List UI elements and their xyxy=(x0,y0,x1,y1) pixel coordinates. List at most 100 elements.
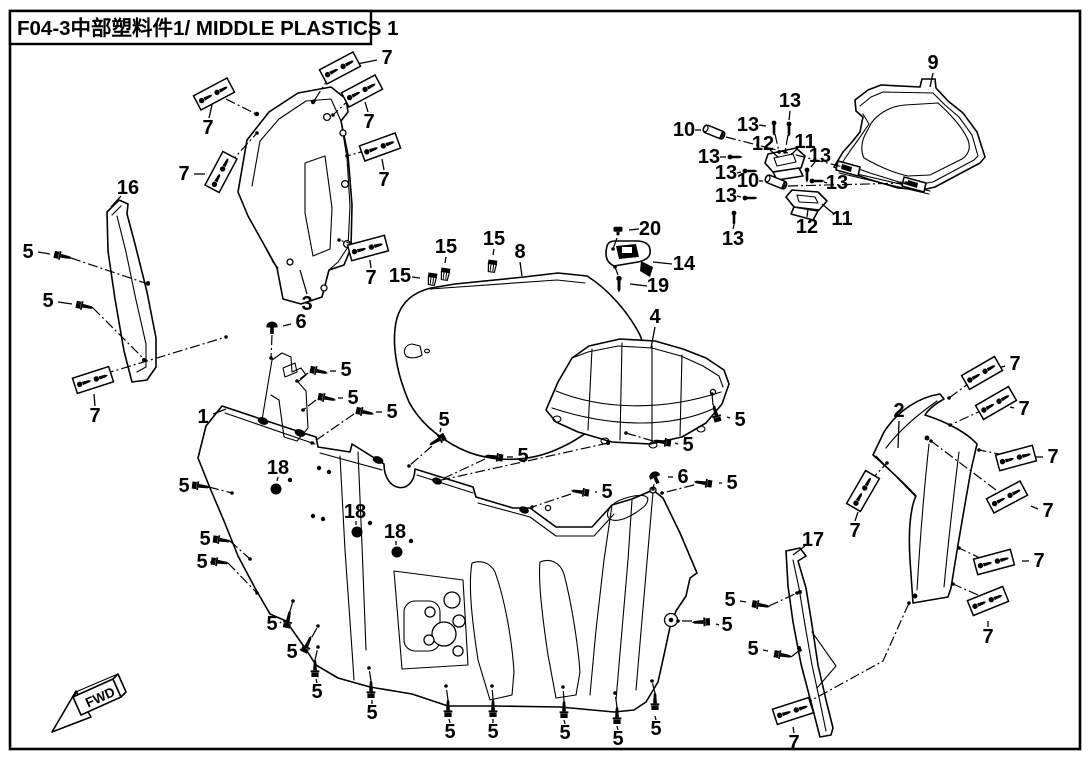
callout-7: 7 xyxy=(957,546,1045,576)
leader-line xyxy=(739,600,747,603)
callout-13: 13 xyxy=(715,185,758,207)
callout-3: 3 xyxy=(299,269,313,315)
callout-13: 13 xyxy=(804,145,831,183)
leader-target-dot xyxy=(977,448,981,452)
callout-7: 7 xyxy=(337,234,390,289)
page-border xyxy=(8,9,1082,751)
leader-line-dashdot xyxy=(70,257,149,285)
callout-label-7: 7 xyxy=(1009,353,1020,375)
callout-9: 9 xyxy=(927,52,939,88)
leader-target-dot xyxy=(224,335,228,339)
flange-screw-icon xyxy=(693,478,713,488)
flange-screw-icon xyxy=(691,617,711,627)
callout-5: 5 xyxy=(366,666,378,724)
small-screw-icon xyxy=(786,121,792,137)
flange-screw-icon xyxy=(650,691,660,710)
callout-label-5: 5 xyxy=(682,434,693,456)
hinge-pin-icon xyxy=(764,174,788,190)
callout-label-5: 5 xyxy=(724,589,735,611)
boxed-screw-washer-pair-icon xyxy=(340,74,384,108)
leader-target-dot xyxy=(407,464,411,468)
callout-13: 13 xyxy=(698,146,743,168)
callout-12: 12 xyxy=(796,208,818,238)
flange-screw-icon xyxy=(570,487,590,497)
callout-20: 20 xyxy=(611,218,661,251)
boxed-screw-washer-pair-icon xyxy=(966,585,1010,617)
leader-target-dot xyxy=(230,491,234,495)
callout-10: 10 xyxy=(673,119,845,169)
flange-screw-icon xyxy=(559,699,569,718)
callout-label-5: 5 xyxy=(196,551,207,573)
callout-label-18: 18 xyxy=(344,501,366,523)
callout-label-16: 16 xyxy=(117,177,139,199)
leader-line xyxy=(654,715,657,721)
callout-label-13: 13 xyxy=(698,146,720,168)
callout-label-6: 6 xyxy=(295,311,306,333)
leader-line xyxy=(110,195,122,208)
leader-line xyxy=(208,104,213,119)
callout-label-7: 7 xyxy=(1047,446,1058,468)
leader-line xyxy=(823,181,828,184)
callout-label-11: 11 xyxy=(794,131,815,153)
leader-target-dot xyxy=(255,591,259,595)
callout-label-2: 2 xyxy=(893,400,904,422)
leader-line xyxy=(381,158,385,171)
callout-7: 7 xyxy=(948,385,1030,427)
small-screw-icon xyxy=(616,275,622,293)
callout-label-14: 14 xyxy=(673,253,696,275)
fwd-arrow: FWD xyxy=(51,673,127,733)
callout-label-5: 5 xyxy=(266,613,277,635)
flange-screw-icon xyxy=(210,557,230,567)
leader-line xyxy=(448,718,451,724)
leader-target-dot xyxy=(710,392,714,396)
flange-screw-icon xyxy=(652,437,672,447)
callout-label-7: 7 xyxy=(982,626,993,648)
callout-label-7: 7 xyxy=(849,520,860,542)
callout-2: 2 xyxy=(893,400,905,449)
leader-line xyxy=(715,623,720,626)
callout-label-18: 18 xyxy=(384,521,406,543)
leader-line xyxy=(299,269,308,295)
leader-line xyxy=(276,476,279,482)
leader-line-dashdot xyxy=(958,547,983,560)
boxed-screw-washer-pair-icon xyxy=(358,132,402,162)
callout-label-10: 10 xyxy=(737,170,759,192)
leader-target-dot xyxy=(947,396,951,400)
flange-screw-icon xyxy=(300,635,312,654)
leader-target-dot xyxy=(337,238,341,242)
leader-line-dashdot xyxy=(311,413,355,444)
callout-label-13: 13 xyxy=(737,114,759,136)
leader-line-dashdot xyxy=(531,493,572,508)
leader-line xyxy=(792,726,795,734)
leader-line xyxy=(650,326,656,349)
callout-5: 5 xyxy=(407,409,450,468)
callout-label-7: 7 xyxy=(1018,398,1029,420)
callout-13: 13 xyxy=(715,162,758,184)
leader-line xyxy=(762,649,769,652)
clip-nut-icon xyxy=(440,267,451,282)
boxed-screw-washer-pair-icon xyxy=(346,234,390,262)
callout-1: 1 xyxy=(197,406,227,428)
leader-line-dashdot xyxy=(491,685,494,701)
callout-label-5: 5 xyxy=(559,722,570,744)
leader-line xyxy=(315,678,318,684)
callout-5: 5 xyxy=(724,589,799,611)
callout-5: 5 xyxy=(650,679,662,740)
callout-label-15: 15 xyxy=(483,228,505,250)
callout-label-13: 13 xyxy=(715,185,737,207)
part-9-frame-panel xyxy=(833,78,986,195)
callout-5: 5 xyxy=(42,290,147,362)
callout-label-13: 13 xyxy=(722,228,744,250)
callout-19: 19 xyxy=(613,265,669,297)
clip-nut-icon xyxy=(427,272,438,287)
leader-line xyxy=(806,208,809,218)
leader-line-dashdot xyxy=(408,445,433,467)
leader-line xyxy=(629,283,648,287)
flange-screw-icon xyxy=(612,705,622,724)
callout-label-13: 13 xyxy=(715,162,737,184)
leader-line xyxy=(439,427,442,433)
boxed-screw-washer-pair-icon xyxy=(960,355,1004,391)
callout-label-5: 5 xyxy=(650,718,661,740)
callout-13: 13 xyxy=(809,172,848,194)
